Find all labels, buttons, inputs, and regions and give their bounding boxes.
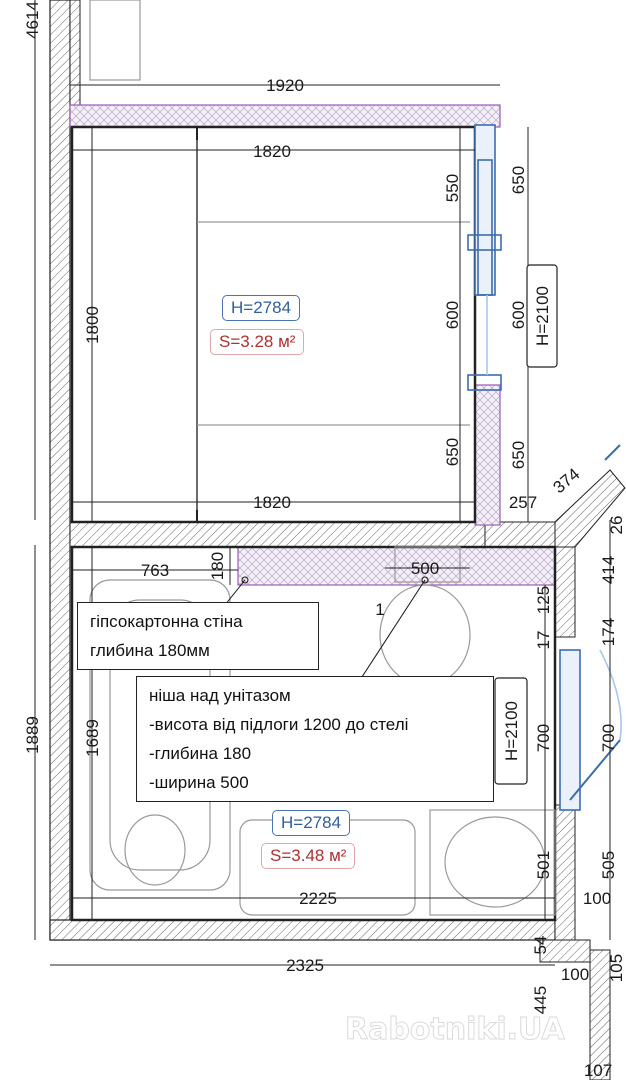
dim-650-right-top: 650 — [509, 166, 528, 194]
dim-414: 414 — [599, 556, 618, 584]
niche-note-line1: ніша над унітазом — [149, 686, 291, 705]
doors — [467, 124, 622, 811]
dim-100-right: 100 — [583, 889, 611, 908]
dim-700-right: 700 — [599, 724, 618, 752]
door-height-lower: H=2100 — [494, 677, 528, 785]
dim-445: 445 — [531, 986, 550, 1014]
dim-500: 500 — [411, 559, 439, 578]
dim-1689: 1689 — [83, 719, 102, 757]
dim-2225: 2225 — [299, 889, 337, 908]
dim-4614: 4614 — [23, 1, 42, 39]
dim-1: 1 — [375, 600, 384, 619]
dim-763: 763 — [141, 561, 169, 580]
niche-note: ніша над унітазом -висота від підлоги 12… — [136, 676, 494, 802]
dim-550: 550 — [443, 174, 462, 202]
dim-650-right-bottom: 650 — [509, 441, 528, 469]
dim-1889: 1889 — [23, 716, 42, 754]
dim-1920: 1920 — [266, 76, 304, 95]
drywall-note-line1: гіпсокартонна стіна — [90, 612, 243, 631]
dim-17: 17 — [534, 631, 553, 650]
dim-374: 374 — [549, 464, 583, 497]
dim-107: 107 — [584, 1061, 612, 1080]
room-lower-height: H=2784 — [272, 810, 351, 836]
dim-105: 105 — [607, 954, 626, 982]
watermark-logo: Rabotniki.UA — [345, 1012, 566, 1048]
dim-180: 180 — [208, 552, 227, 580]
upper-room-fixtures — [70, 0, 477, 524]
leader-lines — [224, 576, 429, 681]
dim-54: 54 — [531, 936, 550, 955]
dim-125: 125 — [534, 586, 553, 614]
dim-1820-top: 1820 — [253, 142, 291, 161]
dim-26: 26 — [607, 516, 626, 535]
dim-257: 257 — [509, 493, 537, 512]
dim-100-bottom: 100 — [561, 965, 589, 984]
outer-walls — [49, 0, 626, 1080]
dim-501: 501 — [534, 851, 553, 879]
room-lower-area: S=3.48 м² — [261, 843, 356, 869]
svg-text:H=2100: H=2100 — [502, 701, 521, 761]
dim-650-left: 650 — [443, 438, 462, 466]
drywall-note-line2: глибина 180мм — [90, 641, 210, 660]
dim-174: 174 — [599, 618, 618, 646]
dim-1800: 1800 — [83, 306, 102, 344]
dim-700-left: 700 — [534, 724, 553, 752]
niche-note-line3: -глибина 180 — [149, 744, 252, 763]
niche-note-line4: -ширина 500 — [149, 773, 249, 792]
dim-505: 505 — [599, 851, 618, 879]
door-height-upper: H=2100 — [526, 264, 558, 368]
room-upper-height: H=2784 — [222, 295, 301, 321]
niche-note-line2: -висота від підлоги 1200 до стелі — [149, 715, 409, 734]
dimension-labels: 4614 1920 1820 1820 1800 550 600 650 650… — [23, 1, 626, 1080]
dim-1820-bottom: 1820 — [253, 493, 291, 512]
dim-600-right: 600 — [509, 301, 528, 329]
dim-2325: 2325 — [286, 956, 324, 975]
dim-600-left: 600 — [443, 301, 462, 329]
drywall-note: гіпсокартонна стіна глибина 180мм — [77, 602, 319, 670]
svg-text:H=2100: H=2100 — [533, 286, 552, 346]
room-upper-area: S=3.28 м² — [210, 329, 305, 355]
